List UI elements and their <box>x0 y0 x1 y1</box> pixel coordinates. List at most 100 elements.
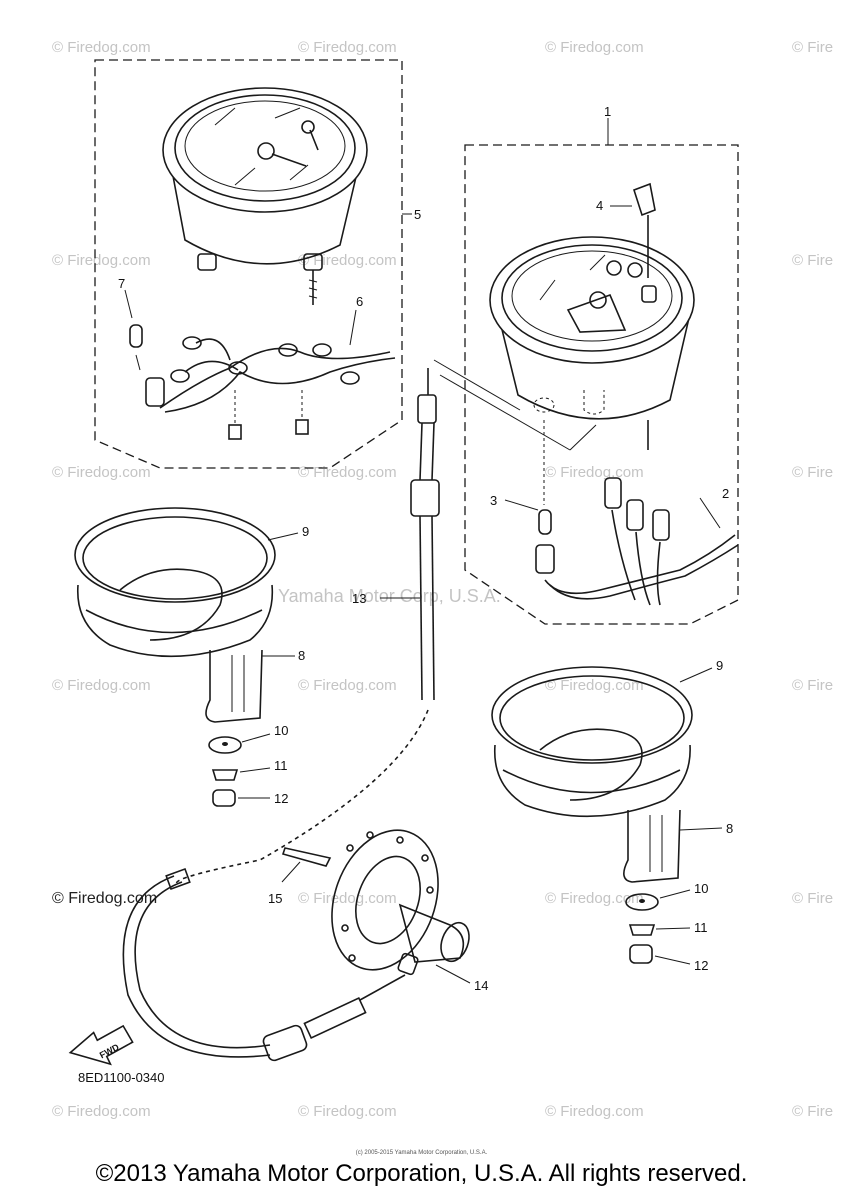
cable-tip <box>359 974 406 1001</box>
leader-line <box>239 767 271 773</box>
ring-terminal <box>182 336 202 350</box>
washer <box>625 893 659 911</box>
diagram-code: 8ED1100-0340 <box>78 1070 165 1085</box>
lock-washer <box>211 769 239 781</box>
socket-outline <box>533 397 555 413</box>
watermark: © Firedog.com <box>545 39 644 56</box>
cable-leader-dashed <box>175 709 429 886</box>
harness-lead <box>635 531 651 606</box>
callout-7: 7 <box>118 276 125 291</box>
right-bracket-group <box>491 666 723 965</box>
watermark: © Firedog.com <box>298 677 397 694</box>
leader-line <box>679 667 713 683</box>
rubber-ring-inner <box>82 516 268 600</box>
cable-jacket <box>431 515 435 701</box>
callout-4: 4 <box>596 198 603 213</box>
glass-reflection <box>234 167 256 186</box>
gear-housing-end <box>440 921 470 963</box>
watermark: © Fire <box>792 677 833 694</box>
wire-harness <box>164 357 396 413</box>
gauge-face-ring <box>501 244 683 352</box>
harness-lead <box>656 541 661 606</box>
callout-10-right: 10 <box>694 881 708 896</box>
cable-section <box>419 422 423 481</box>
watermark: © Firedog.com <box>298 39 397 56</box>
ring-terminal <box>340 371 360 385</box>
watermark: © Firedog.com <box>52 1103 151 1120</box>
leader-line <box>655 927 691 930</box>
copyright-footer: ©2013 Yamaha Motor Corporation, U.S.A. A… <box>95 1160 748 1187</box>
bulb-socket <box>145 377 165 407</box>
indicator-lamp <box>606 260 622 276</box>
leader-line <box>699 497 721 529</box>
assembly-boundary-right <box>464 144 739 625</box>
harness-lead <box>611 509 636 601</box>
wire-harness <box>159 347 391 409</box>
cable-connector <box>303 997 367 1039</box>
speedometer-cable <box>122 368 440 1062</box>
flange-hole <box>341 924 349 932</box>
bulb-socket <box>626 499 644 531</box>
callout-10-left: 10 <box>274 723 288 738</box>
bracket-cup <box>77 584 274 658</box>
ring-terminal <box>278 343 298 357</box>
bracket-cup <box>493 744 691 818</box>
harness-lead <box>184 360 239 373</box>
gauge-bezel <box>162 87 368 213</box>
cable-grommet <box>410 479 440 517</box>
needle-hub <box>589 291 607 309</box>
gauge-housing <box>495 304 693 420</box>
ring-terminal <box>312 343 332 357</box>
watermark: © Firedog.com <box>52 464 151 481</box>
glass-reflection <box>289 164 309 181</box>
gauge-glass <box>184 100 346 192</box>
glass-reflection <box>274 107 301 119</box>
leader-line <box>349 309 357 346</box>
cable-lower <box>122 875 271 1058</box>
stud-thread <box>308 295 318 299</box>
callout-11-right: 11 <box>694 920 708 935</box>
callout-13: 13 <box>352 591 366 606</box>
washer-hole <box>639 899 645 903</box>
fwd-arrow: FWD <box>68 1024 134 1066</box>
odometer-window <box>566 293 627 333</box>
watermark-dark: © Firedog.com <box>52 890 157 907</box>
callout-8-right: 8 <box>726 821 733 836</box>
gauge-housing <box>169 159 361 265</box>
connection-lines <box>433 359 597 451</box>
watermark: © Fire <box>792 252 833 269</box>
callout-6: 6 <box>356 294 363 309</box>
watermark: © Fire <box>792 464 833 481</box>
watermark: © Firedog.com <box>545 1103 644 1120</box>
tiny-copyright: (c) 2005-2015 Yamaha Motor Corporation, … <box>355 1150 488 1156</box>
watermark: © Firedog.com <box>298 890 397 907</box>
watermark: © Firedog.com <box>52 39 151 56</box>
stud-thread <box>308 279 318 283</box>
fwd-arrow-shape <box>68 1024 134 1066</box>
flange-hole <box>366 831 374 839</box>
watermark: © Fire <box>792 890 833 907</box>
cable-boot <box>262 1024 308 1062</box>
watermark: © Firedog.com <box>545 890 644 907</box>
leader-line <box>281 861 301 883</box>
screw <box>295 419 309 435</box>
reset-bushing <box>641 285 657 303</box>
glass-reflection <box>539 279 556 301</box>
callout-1: 1 <box>604 104 611 119</box>
watermark: © Fire <box>792 39 833 56</box>
watermark: © Fire <box>792 1103 833 1120</box>
flange-hole <box>346 844 354 852</box>
rubber-ring <box>491 666 693 764</box>
leader-line <box>267 532 299 541</box>
ring-terminal <box>170 369 190 383</box>
bracket-stay <box>205 649 263 723</box>
bulb-socket <box>535 544 555 574</box>
glass-reflection <box>214 107 236 126</box>
callout-15: 15 <box>268 891 282 906</box>
nut <box>212 789 236 807</box>
leader-line <box>654 955 691 965</box>
ring-terminal <box>228 361 248 375</box>
gauge-bezel <box>489 236 695 364</box>
connection-line <box>569 424 597 451</box>
